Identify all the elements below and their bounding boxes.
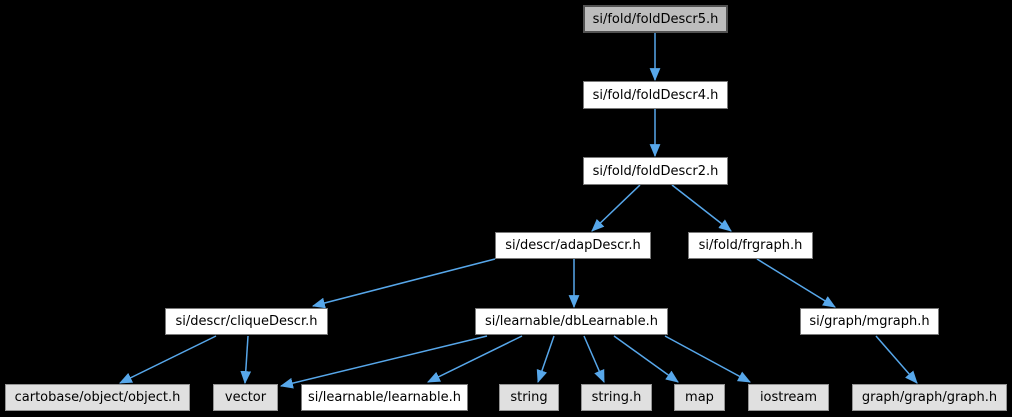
graph-node-object[interactable]: cartobase/object/object.h <box>5 384 190 411</box>
edge-arrow-foldDescr2-to-frgraph <box>671 184 732 232</box>
graph-node-string[interactable]: string <box>499 384 559 411</box>
edge-arrow-dbLearnable-to-learnable <box>427 335 523 383</box>
graph-node-dbLearnable[interactable]: si/learnable/dbLearnable.h <box>475 308 668 335</box>
graph-node-foldDescr5: si/fold/foldDescr5.h <box>583 5 728 33</box>
edge-arrow-foldDescr2-to-adapDescr <box>591 184 641 232</box>
graph-node-foldDescr2[interactable]: si/fold/foldDescr2.h <box>583 157 728 185</box>
edge-arrow-dbLearnable-to-iostream <box>664 335 751 383</box>
graph-node-cliqueDescr[interactable]: si/descr/cliqueDescr.h <box>165 308 328 335</box>
graph-node-learnable[interactable]: si/learnable/learnable.h <box>301 384 468 411</box>
graph-node-graph[interactable]: graph/graph/graph.h <box>852 384 1007 411</box>
edge-arrow-cliqueDescr-to-object <box>119 335 217 384</box>
graph-node-frgraph[interactable]: si/fold/frgraph.h <box>688 232 813 259</box>
graph-node-iostream[interactable]: iostream <box>748 384 829 411</box>
graph-node-map[interactable]: map <box>674 384 725 411</box>
edge-arrow-mgraph-to-graph <box>875 335 918 384</box>
edge-arrow-cliqueDescr-to-vector <box>240 335 252 385</box>
graph-node-vector[interactable]: vector <box>213 384 278 411</box>
graph-node-adapDescr[interactable]: si/descr/adapDescr.h <box>495 232 651 259</box>
edge-arrow-dbLearnable-to-vector <box>279 335 488 389</box>
graph-node-string_h[interactable]: string.h <box>581 384 652 411</box>
edge-arrow-dbLearnable-to-map <box>613 335 679 383</box>
graph-node-foldDescr4[interactable]: si/fold/foldDescr4.h <box>583 81 728 109</box>
edge-arrow-frgraph-to-mgraph <box>756 258 836 308</box>
edge-arrow-dbLearnable-to-string <box>536 335 555 384</box>
edge-arrow-dbLearnable-to-string_h <box>583 335 605 383</box>
edge-arrow-adapDescr-to-cliqueDescr <box>311 258 496 309</box>
graph-node-mgraph[interactable]: si/graph/mgraph.h <box>800 308 939 335</box>
